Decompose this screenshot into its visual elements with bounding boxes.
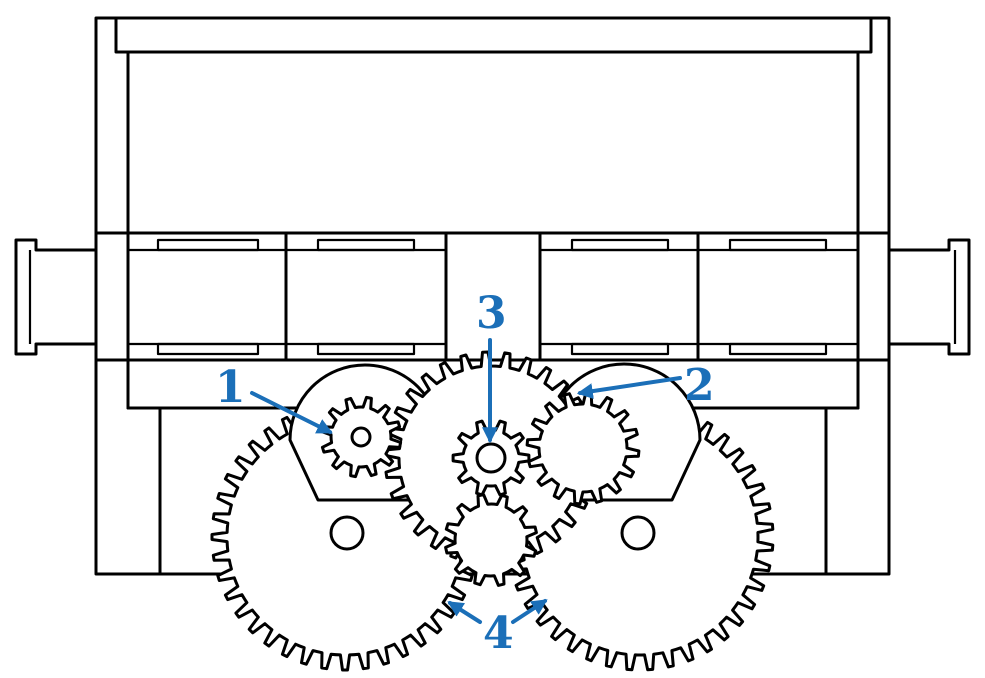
center-pinion-hub (475, 442, 507, 474)
callout-1-label: 1 (215, 362, 246, 413)
bearing-block (538, 231, 700, 362)
right-shaft-end (887, 238, 971, 356)
callout-2: 2 (576, 360, 715, 411)
callout-1: 1 (215, 362, 333, 434)
bearing-block (696, 231, 860, 362)
small-gear-left-hub (350, 426, 372, 448)
left-shaft-end (14, 238, 98, 356)
callout-4-label: 4 (483, 608, 514, 659)
bearing-block (126, 231, 288, 362)
mount-hole-right (620, 515, 656, 551)
bearing-block (284, 231, 448, 362)
callouts: 1 2 3 4 (215, 288, 715, 659)
top-plate (114, 16, 873, 54)
right-bearing-blocks (538, 231, 860, 362)
center-pinion (451, 419, 531, 497)
callout-3-label: 3 (476, 288, 507, 339)
mount-hole-left (329, 515, 365, 551)
small-gear-left (319, 395, 403, 479)
small-gear-right (525, 390, 641, 506)
callout-2-label: 2 (684, 360, 715, 411)
callout-3: 3 (476, 288, 507, 444)
left-bearing-blocks (126, 231, 448, 362)
idler-gear (444, 493, 538, 587)
gear-train (210, 350, 775, 672)
callout-4: 4 (447, 599, 548, 659)
